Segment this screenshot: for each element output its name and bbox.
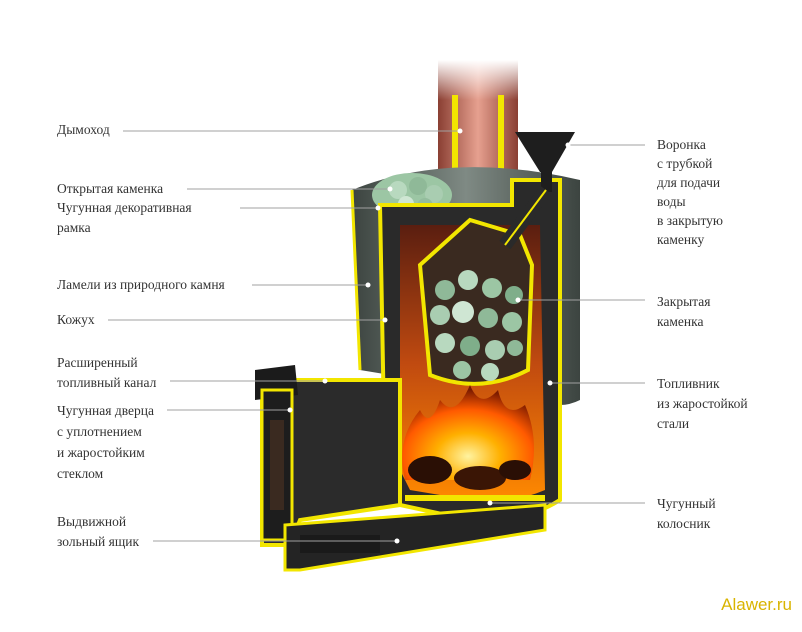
grate [405, 495, 545, 501]
label-chimney: Дымоход [57, 122, 110, 137]
label-stone-lamellas: Ламели из природного камня [57, 277, 225, 292]
label-cast-iron-door: Чугунная дверца с уплотнением и жаростой… [57, 403, 154, 481]
watermark: Alawer.ru [721, 595, 792, 614]
leader-dots [287, 128, 571, 544]
label-fuel-channel: Расширенный топливный канал [57, 355, 157, 390]
label-open-heater: Открытая каменка [57, 181, 164, 196]
water-funnel [499, 132, 575, 250]
label-grate: Чугунный колосник [657, 496, 716, 531]
ash-drawer [283, 503, 547, 572]
label-cast-iron-frame: Чугунная декоративная рамка [57, 200, 192, 235]
fuel-channel-door [255, 365, 402, 547]
fire [402, 385, 534, 490]
label-closed-heater: Закрытая каменка [657, 294, 711, 329]
leader-lines [108, 130, 645, 542]
label-water-funnel: Воронка с трубкой для подачи воды в закр… [657, 137, 724, 247]
closed-heater [417, 217, 535, 386]
label-firebox: Топливник из жаростойкой стали [657, 376, 748, 431]
label-ash-drawer: Выдвижной зольный ящик [57, 514, 140, 549]
label-casing: Кожух [57, 312, 95, 327]
